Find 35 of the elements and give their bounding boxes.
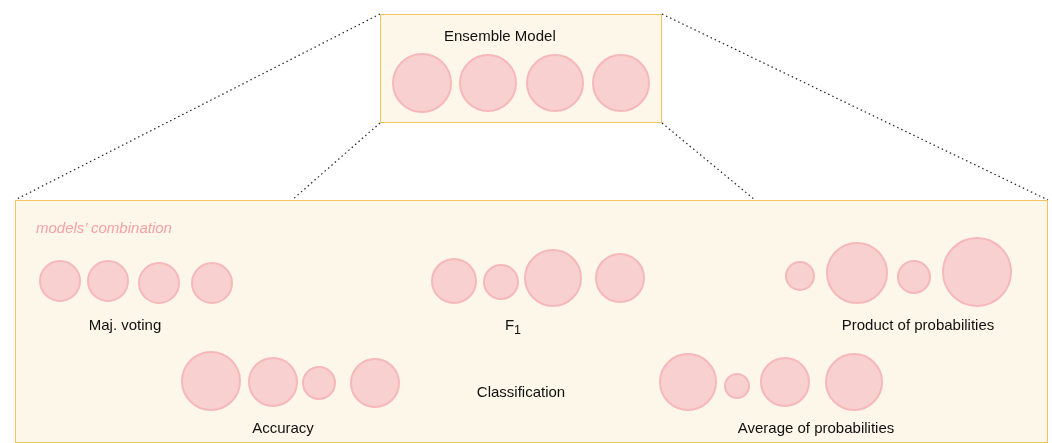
model-circle xyxy=(659,353,717,411)
model-circle xyxy=(592,54,650,112)
panel-title: Ensemble Model xyxy=(444,27,556,44)
method-label: Product of probabilities xyxy=(841,316,995,333)
model-circle xyxy=(825,353,883,411)
zoom-line xyxy=(661,122,756,201)
method-label: Maj. voting xyxy=(88,316,162,333)
model-circle xyxy=(350,358,400,408)
model-circle xyxy=(526,54,584,112)
model-circle xyxy=(138,262,180,304)
model-circle xyxy=(524,249,582,307)
model-circle xyxy=(595,253,645,303)
panel-box xyxy=(15,200,1048,443)
model-circle xyxy=(897,260,931,294)
model-circle xyxy=(39,260,81,302)
method-label: Accuracy xyxy=(252,419,314,436)
model-circle xyxy=(431,258,477,304)
model-circle xyxy=(459,54,517,112)
zoom-line xyxy=(291,122,381,201)
model-circle xyxy=(181,351,241,411)
method-label: Classification xyxy=(476,383,566,400)
panel-title: models’ combination xyxy=(36,219,172,236)
method-label: F$_{1}$ xyxy=(504,316,522,337)
model-circle xyxy=(785,261,815,291)
model-circle xyxy=(191,262,233,304)
method-label: Average of probabilities xyxy=(737,419,895,436)
model-circle xyxy=(87,260,129,302)
model-circle xyxy=(760,357,810,407)
panel-box xyxy=(380,14,662,123)
model-circle xyxy=(302,366,336,400)
model-circle xyxy=(392,53,452,113)
zoom-line xyxy=(661,13,1049,201)
model-circle xyxy=(724,373,750,399)
model-circle xyxy=(483,264,519,300)
model-circle xyxy=(248,357,298,407)
